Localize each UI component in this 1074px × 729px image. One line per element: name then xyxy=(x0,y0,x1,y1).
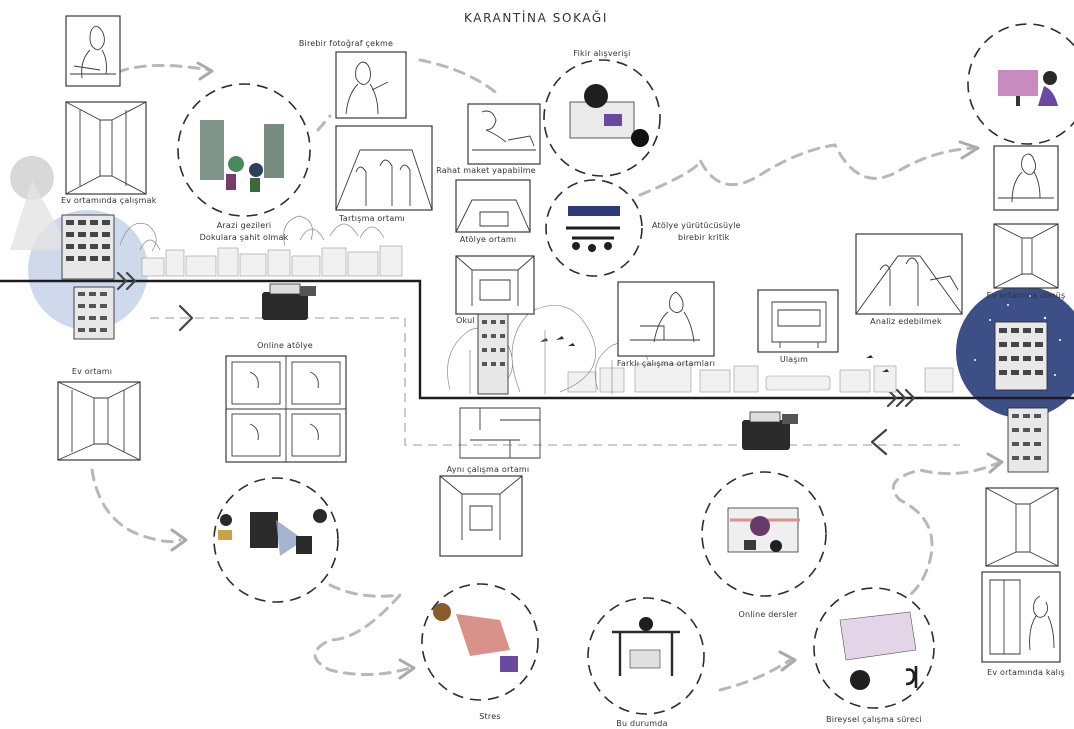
home-building-night xyxy=(994,321,1048,391)
night-stars xyxy=(974,295,1061,376)
label-ev-ortamina-donus: Ev ortamına dönüş xyxy=(987,291,1066,300)
sketch-model-making xyxy=(467,103,541,165)
scene-fikir-alisverisi xyxy=(543,59,661,177)
flow-path-arazi-to-photo xyxy=(316,114,332,132)
lamp-beam xyxy=(10,180,70,250)
label-dokulara-sahit: Dokulara şahit olmak xyxy=(200,233,289,242)
label-birebir-fotograf: Birebir fotoğraf çekme xyxy=(299,39,393,48)
skyline-left xyxy=(139,223,403,277)
flow-arrow-left xyxy=(170,528,188,552)
label-atolye-yurutucu-1: Atölye yürütücüsüyle xyxy=(652,221,741,230)
flow-arrow-1 xyxy=(196,61,214,81)
sketch-studio xyxy=(455,179,531,233)
label-okul: Okul xyxy=(456,316,475,325)
home-building-night-reflection xyxy=(1007,407,1049,473)
sketch-same-floorplan xyxy=(459,407,541,459)
scene-stres xyxy=(421,583,539,701)
label-ev-ortami: Ev ortamı xyxy=(72,367,112,376)
sketch-cafe-work xyxy=(617,281,715,357)
room-sketch-ev-calismak xyxy=(65,101,147,195)
flow-path-photo-to-model xyxy=(418,58,502,98)
label-online-dersler: Online dersler xyxy=(738,610,798,619)
sketch-discussion xyxy=(335,125,433,211)
scene-home-night xyxy=(967,23,1074,145)
label-farkli-calisma: Farklı çalışma ortamları xyxy=(617,359,715,368)
sketch-street-analysis xyxy=(855,233,963,315)
flow-arrow-bottom-right xyxy=(778,650,797,672)
route-online-line xyxy=(150,317,960,446)
flow-arrow-right xyxy=(986,452,1004,474)
street-direction-arrows-left xyxy=(116,271,137,291)
flow-path-right-curl xyxy=(878,460,1002,612)
sketch-person-writing-right xyxy=(993,145,1059,211)
flow-arrow-top-right xyxy=(958,140,980,160)
sun-lamp xyxy=(10,156,54,200)
trees-left xyxy=(119,215,313,252)
label-rahat-maket: Rahat maket yapabilme xyxy=(436,166,536,175)
street-direction-arrows xyxy=(886,388,916,408)
label-atolye-yurutucu-2: birebir kritik xyxy=(678,233,730,242)
printer-icon-right xyxy=(742,411,798,450)
home-building-reflection xyxy=(73,286,115,340)
label-analiz-edebilmek: Analiz edebilmek xyxy=(870,317,942,326)
label-stres: Stres xyxy=(479,712,500,721)
label-ev-ortaminda-kalis: Ev ortamında kalış xyxy=(987,668,1065,677)
route-return-arrow xyxy=(870,428,888,456)
online-atolye-grid xyxy=(225,355,347,463)
label-ulasim: Ulaşım xyxy=(780,355,808,364)
label-bu-durumda: Bu durumda xyxy=(616,719,667,728)
flow-path-bottom-wave xyxy=(313,583,412,676)
label-atolye-ortami: Atölye ortamı xyxy=(460,235,517,244)
scene-bireysel-calisma xyxy=(813,587,935,709)
flow-path-top-left xyxy=(116,64,212,74)
sketch-person-writing-left xyxy=(65,15,121,87)
school-building xyxy=(477,299,509,395)
label-fikir-alisverisi: Fikir alışverişi xyxy=(573,49,630,58)
label-ev-ortaminda-calismak: Ev ortamında çalışmak xyxy=(61,196,157,205)
street-day xyxy=(0,279,1074,400)
flow-path-left-down xyxy=(90,468,182,544)
scene-online-lecture xyxy=(213,477,339,603)
room-sketch-ev-ortami xyxy=(57,381,141,461)
diagram-title: KARANTİNA SOKAĞI xyxy=(464,10,608,25)
sketch-stress-room xyxy=(439,475,523,557)
flow-path-wave-to-home xyxy=(638,143,977,197)
skyline-right xyxy=(567,363,954,393)
sketch-bus xyxy=(757,289,839,353)
label-bireysel-calisma: Bireysel çalışma süreci xyxy=(826,715,922,724)
printer-icon-left xyxy=(262,283,316,320)
sketch-school-room xyxy=(455,255,535,315)
label-tartisma-ortami: Tartışma ortamı xyxy=(338,214,405,223)
sketch-photo xyxy=(335,51,407,119)
flow-path-bottom-right xyxy=(718,658,792,692)
label-ayni-calisma: Aynı çalışma ortamı xyxy=(447,465,530,474)
label-online-atolye: Online atölye xyxy=(257,341,313,350)
route-online-arrow xyxy=(178,304,194,332)
home-building-day xyxy=(61,214,115,280)
label-arazi-gezileri: Arazi gezileri xyxy=(217,221,272,230)
scene-birebir-kritik xyxy=(545,179,643,277)
scene-online-dersler xyxy=(701,471,827,597)
room-sketch-right-lower xyxy=(985,487,1059,567)
room-sketch-donus xyxy=(993,223,1059,289)
room-sketch-kalis xyxy=(981,571,1061,663)
flow-arrow-bottom xyxy=(398,658,416,680)
scene-arazi-gezileri xyxy=(177,83,311,217)
scene-bu-durumda xyxy=(587,597,705,715)
